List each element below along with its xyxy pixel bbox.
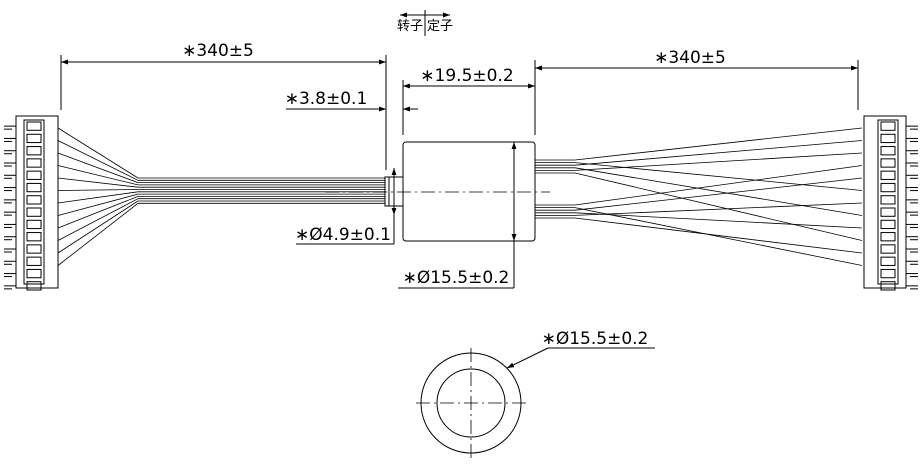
wire (574, 217, 863, 254)
connector-contact (26, 281, 42, 291)
stator-label: 定子 (427, 19, 453, 34)
left-wire-fanout (57, 127, 139, 266)
connector-contact (880, 268, 896, 279)
connector-contact (880, 256, 896, 266)
wire (57, 127, 139, 179)
connector-contact (26, 244, 42, 254)
left-cable-length-label: ∗340±5 (182, 41, 254, 61)
end-view: ∗Ø15.5±0.2 (416, 329, 655, 458)
connector-contact (26, 121, 42, 131)
dim-right-cable-length: ∗340±5 (535, 48, 859, 110)
right-connector (863, 115, 918, 291)
connector-housing (15, 115, 59, 289)
wire (574, 177, 863, 211)
connector-contact (26, 146, 42, 156)
wire (574, 212, 863, 229)
shaft-protrusion-label: ∗3.8±0.1 (285, 89, 368, 109)
dim-shaft-protrusion: ∗3.8±0.1 (285, 89, 418, 112)
wire (574, 202, 863, 216)
connector-contact (26, 232, 42, 242)
connector-contact (880, 232, 896, 242)
connector-contact (880, 121, 896, 131)
wire (57, 140, 139, 181)
connector-contact (880, 170, 896, 180)
connector-contact (880, 281, 896, 291)
body-diameter-label: ∗Ø15.5±0.2 (403, 268, 510, 288)
wire (57, 191, 139, 204)
wire (57, 152, 139, 183)
connector-contact (880, 207, 896, 217)
wire (57, 165, 139, 186)
connector-housing (863, 115, 907, 289)
body-length-label: ∗19.5±0.2 (420, 66, 513, 86)
left-wire-bundle (138, 177, 385, 204)
connector-contact (880, 133, 896, 144)
connector-contact (880, 158, 896, 168)
connector-contact (880, 195, 896, 205)
wire (574, 152, 863, 171)
right-cable-length-label: ∗340±5 (654, 48, 726, 68)
connector-contact (26, 207, 42, 217)
rotor-label: 转子 (397, 19, 423, 34)
wire (574, 162, 863, 191)
wire (57, 189, 139, 191)
connector-contact (880, 244, 896, 254)
wire (574, 140, 863, 166)
connector-contact (26, 195, 42, 205)
wire (57, 200, 139, 254)
connector-contact (880, 182, 896, 193)
slip-ring-body (402, 141, 536, 242)
connector-contact (880, 219, 896, 230)
connector-contact (26, 133, 42, 144)
dim-body-length: ∗19.5±0.2 (402, 60, 536, 135)
wire (57, 202, 139, 266)
left-connector (4, 115, 59, 291)
wire (574, 127, 863, 161)
wire (574, 172, 863, 241)
wire (57, 193, 139, 216)
connector-contact-column (23, 119, 45, 285)
wire (574, 165, 863, 206)
connector-contact (26, 219, 42, 230)
rotor-stator-indicator: 转子 定子 (397, 10, 453, 36)
wire (574, 207, 863, 266)
right-wire-bundle (535, 127, 863, 266)
wire (57, 177, 139, 188)
connector-contact-column (877, 119, 899, 285)
dim-left-cable-length: ∗340±5 (60, 41, 387, 170)
shaft-diameter-label: ∗Ø4.9±0.1 (295, 225, 391, 245)
connector-contact (880, 146, 896, 156)
wire (57, 198, 139, 241)
connector-contact (26, 170, 42, 180)
wire (57, 196, 139, 229)
end-view-diameter-label: ∗Ø15.5±0.2 (542, 329, 649, 349)
connector-contact (26, 158, 42, 168)
dim-shaft-diameter: ∗Ø4.9±0.1 (295, 168, 397, 245)
wire (574, 167, 863, 216)
connector-contact (26, 182, 42, 193)
connector-contact (26, 256, 42, 266)
connector-contact (26, 268, 42, 279)
dim-body-diameter: ∗Ø15.5±0.2 (398, 142, 517, 289)
